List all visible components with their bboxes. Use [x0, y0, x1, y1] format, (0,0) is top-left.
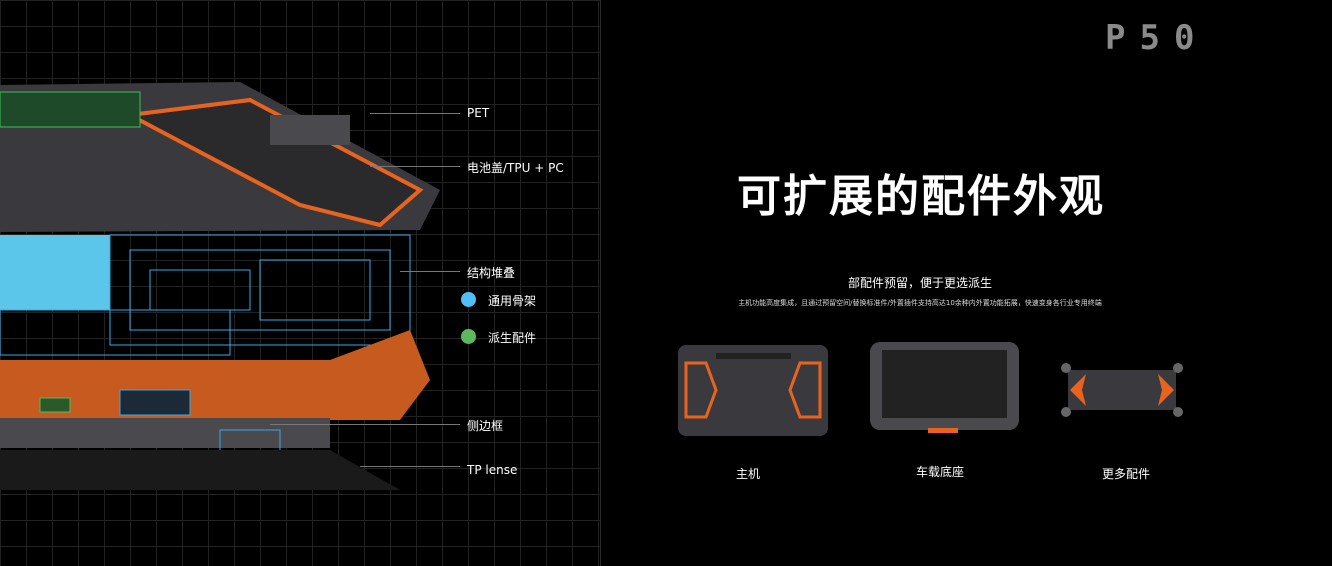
callout-pet: PET [467, 106, 490, 120]
product-label-host: 主机 [735, 467, 760, 481]
page-title: 可扩展的配件外观 [737, 171, 1105, 222]
product-label-accessories: 更多配件 [1101, 467, 1150, 481]
legend-label: 派生配件 [488, 331, 537, 345]
callout-line [370, 166, 460, 167]
product-label-vehicle-dock: 车载底座 [915, 465, 964, 479]
product-host-image [678, 345, 828, 436]
legend-dot-green [461, 329, 476, 344]
callout-line [360, 466, 460, 467]
product-vehicle-dock-image [870, 342, 1019, 433]
callout-side-frame: 侧边框 [467, 419, 504, 433]
subtitle: 部配件预留，便于更选派生 [847, 276, 992, 290]
callout-line [370, 113, 460, 114]
description: 主机功能高度集成，且通过预留空间/替换标准件/外置插件支持高达10余种内外置功能… [738, 299, 1102, 307]
callout-line [270, 424, 460, 425]
callout-tp-lens: TP lense [467, 463, 518, 477]
callout-battery-cover: 电池盖/TPU + PC [467, 161, 564, 175]
callout-structure: 结构堆叠 [467, 266, 516, 280]
product-accessories-image [1061, 363, 1183, 417]
legend-dot-blue [461, 292, 476, 307]
logo: P50 [1105, 18, 1209, 58]
legend-label: 通用骨架 [488, 294, 537, 308]
exploded-tablet-illustration [0, 82, 440, 490]
callout-line [400, 271, 460, 272]
